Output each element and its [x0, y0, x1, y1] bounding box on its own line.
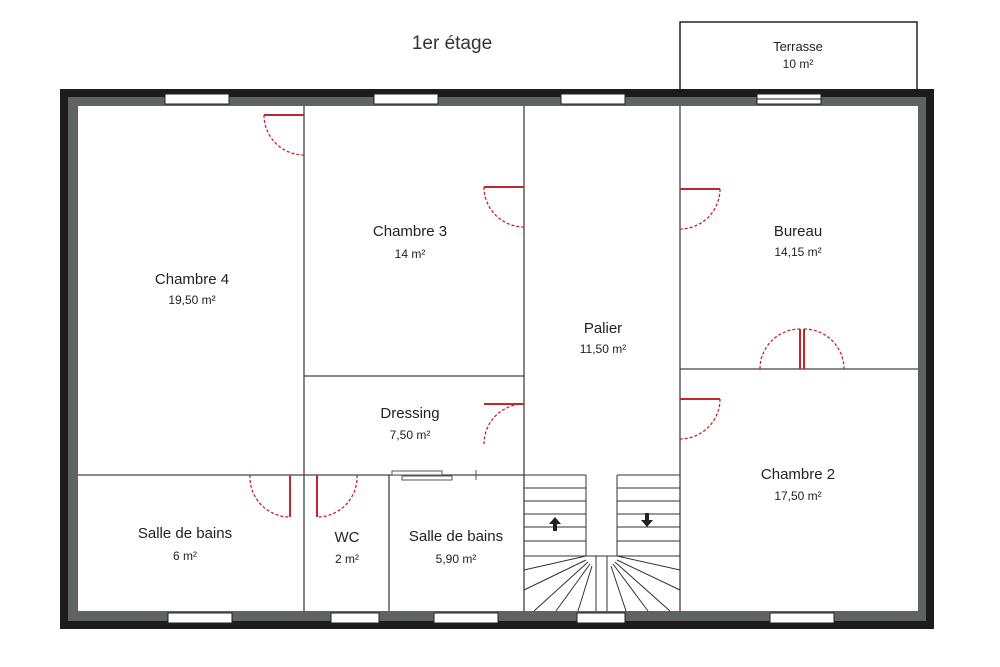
room-salle-de-bains-1: Salle de bains 6 m² [138, 525, 232, 563]
door-chambre3 [483, 186, 525, 228]
room-salle-de-bains-2: Salle de bains 5,90 m² [409, 528, 503, 566]
staircase [523, 474, 681, 612]
arrow-up-icon [549, 517, 561, 531]
floor-title: 1er étage [412, 33, 492, 54]
room-area: 14 m² [395, 247, 426, 261]
room-name: Dressing [380, 405, 439, 422]
room-area: 11,50 m² [580, 342, 626, 356]
room-palier: Palier 11,50 m² [580, 320, 626, 356]
outer-wall [60, 89, 934, 629]
doors [249, 114, 845, 518]
door-salle-de-bains-1 [249, 474, 291, 518]
room-name: Chambre 2 [761, 466, 835, 483]
room-chambre-3: Chambre 3 14 m² [373, 223, 447, 261]
room-area: 5,90 m² [436, 552, 477, 566]
room-name: Palier [584, 320, 622, 337]
window [373, 93, 439, 105]
window [769, 612, 835, 624]
room-name: WC [335, 529, 360, 546]
room-name: Bureau [774, 223, 822, 240]
room-bureau: Bureau 14,15 m² [774, 223, 822, 259]
room-area: 6 m² [173, 549, 197, 563]
windows [164, 93, 835, 624]
window [164, 93, 230, 105]
room-area: 2 m² [335, 552, 359, 566]
terrace: Terrasse 10 m² [679, 21, 918, 91]
sliding-door [391, 470, 477, 481]
room-area: 19,50 m² [168, 293, 215, 307]
terrace-name: Terrasse [773, 39, 823, 54]
window [167, 612, 233, 624]
door-chambre2 [679, 398, 721, 440]
terrace-area: 10 m² [783, 57, 814, 71]
room-name: Chambre 4 [155, 271, 229, 288]
room-chambre-2: Chambre 2 17,50 m² [761, 466, 835, 503]
door-bureau [679, 188, 721, 230]
room-area: 14,15 m² [774, 245, 821, 259]
door-chambre3-top [263, 114, 305, 156]
window [560, 93, 626, 105]
window [330, 612, 380, 624]
room-name: Chambre 3 [373, 223, 447, 240]
door-wc [316, 474, 358, 518]
arrow-down-icon [641, 513, 653, 527]
door-bureau-chambre2 [759, 328, 845, 370]
room-wc: WC 2 m² [335, 529, 360, 566]
door-dressing [483, 403, 525, 445]
window [433, 612, 499, 624]
room-dressing: Dressing 7,50 m² [380, 405, 439, 442]
room-area: 17,50 m² [774, 489, 821, 503]
room-name: Salle de bains [409, 528, 503, 545]
room-area: 7,50 m² [390, 428, 431, 442]
window [576, 612, 626, 624]
room-chambre-4: Chambre 4 19,50 m² [155, 271, 229, 307]
room-name: Salle de bains [138, 525, 232, 542]
